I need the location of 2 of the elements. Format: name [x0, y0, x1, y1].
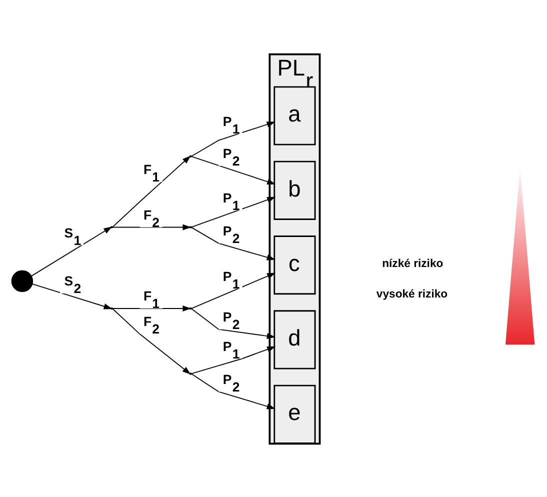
label: vysoké riziko	[376, 288, 448, 300]
label: nízké riziko	[382, 258, 444, 270]
